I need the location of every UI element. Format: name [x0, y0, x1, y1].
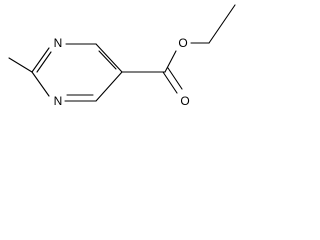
ethyl-2-methylpyrimidine-5-carboxylate-structure: N N O O	[8, 4, 236, 108]
bond-c6-c5-inner	[98, 50, 117, 70]
bond-n3-c2	[31, 71, 50, 97]
bond-carbonyl-o-double-right	[167, 67, 183, 90]
bond-c5-c4	[95, 71, 123, 102]
atom-label-n-top: N	[54, 36, 63, 50]
bond-ch2-ch3	[208, 4, 236, 44]
bond-c2-n1-outer	[31, 47, 50, 73]
bond-carbonyl-o-double-left	[162, 71, 178, 94]
bond-c6-c5-outer	[95, 43, 123, 73]
atom-label-n-bottom: N	[54, 94, 63, 108]
bond-c2-n1-inner	[36, 51, 52, 73]
atom-label-o-ester: O	[178, 36, 187, 50]
atom-label-o-carbonyl: O	[180, 94, 189, 108]
bond-carbonyl-o-ester	[164, 50, 177, 73]
bond-methyl-c2	[8, 57, 33, 73]
